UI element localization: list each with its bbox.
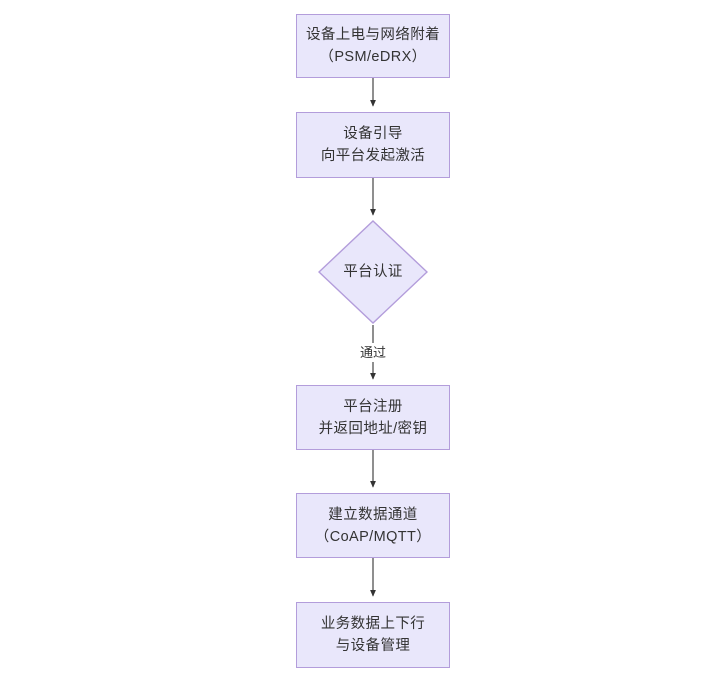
- node-device-bootstrap[interactable]: 设备引导 向平台发起激活: [296, 112, 450, 178]
- node-label-line1: 建立数据通道: [328, 506, 418, 523]
- node-label-line1: 业务数据上下行: [320, 616, 426, 632]
- node-label-line2: 与设备管理: [335, 638, 411, 654]
- node-label-line2: （CoAP/MQTT）: [314, 528, 432, 545]
- edge-label-pass: 通过: [357, 343, 390, 362]
- node-platform-auth-decision[interactable]: 平台认证: [318, 220, 428, 324]
- node-label-line2: （PSM/eDRX）: [319, 49, 427, 65]
- node-platform-register[interactable]: 平台注册 并返回地址/密钥: [296, 385, 450, 450]
- node-label-line2: 并返回地址/密钥: [318, 420, 428, 437]
- node-label-line2: 向平台发起激活: [320, 148, 426, 164]
- node-label-line1: 设备上电与网络附着: [305, 27, 441, 43]
- node-device-power-on[interactable]: 设备上电与网络附着 （PSM/eDRX）: [296, 14, 450, 78]
- node-label-line1: 设备引导: [343, 126, 403, 142]
- node-establish-data-channel[interactable]: 建立数据通道 （CoAP/MQTT）: [296, 493, 450, 558]
- node-label-line1: 平台注册: [343, 398, 403, 415]
- diamond-shape: [318, 220, 428, 324]
- node-business-data-and-device-management[interactable]: 业务数据上下行 与设备管理: [296, 602, 450, 668]
